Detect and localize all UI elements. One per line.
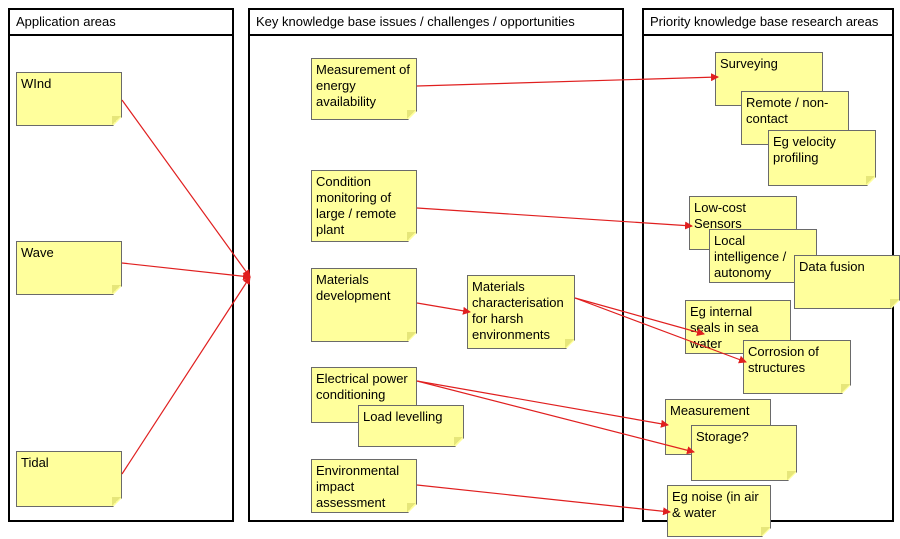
note-data-fusion: Data fusion xyxy=(794,255,900,309)
note-materials-development: Materials development xyxy=(311,268,417,342)
note-storage: Storage? xyxy=(691,425,797,481)
note-environmental-impact: Environmental impact assessment xyxy=(311,459,417,513)
note-materials-characterisation: Materials characterisation for harsh env… xyxy=(467,275,575,349)
issues-title: Key knowledge base issues / challenges /… xyxy=(250,10,622,36)
note-energy-availability: Measurement of energy availability xyxy=(311,58,417,120)
application-areas-title: Application areas xyxy=(10,10,232,36)
note-wind: WInd xyxy=(16,72,122,126)
note-load-levelling: Load levelling xyxy=(358,405,464,447)
note-corrosion: Corrosion of structures xyxy=(743,340,851,394)
note-wave: Wave xyxy=(16,241,122,295)
priority-title: Priority knowledge base research areas xyxy=(644,10,892,36)
note-velocity-profiling: Eg velocity profiling xyxy=(768,130,876,186)
note-condition-monitoring: Condition monitoring of large / remote p… xyxy=(311,170,417,242)
note-noise: Eg noise (in air & water xyxy=(667,485,771,537)
note-tidal: Tidal xyxy=(16,451,122,507)
